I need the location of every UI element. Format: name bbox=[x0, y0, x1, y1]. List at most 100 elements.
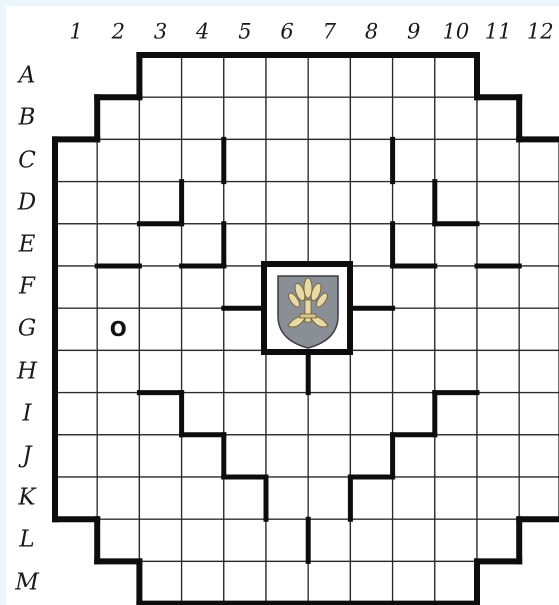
board-cell[interactable] bbox=[477, 519, 519, 561]
board-cell[interactable] bbox=[350, 182, 392, 224]
board-cell[interactable] bbox=[182, 308, 224, 350]
board-cell[interactable] bbox=[519, 435, 559, 477]
board-cell[interactable] bbox=[266, 393, 308, 435]
board-cell[interactable] bbox=[55, 477, 97, 519]
board-cell[interactable] bbox=[182, 182, 224, 224]
board-cell[interactable] bbox=[393, 266, 435, 308]
board-cell[interactable] bbox=[519, 477, 559, 519]
board-cell[interactable] bbox=[308, 97, 350, 139]
board-cell[interactable] bbox=[519, 350, 559, 392]
board-cell[interactable] bbox=[435, 350, 477, 392]
board-cell[interactable] bbox=[97, 182, 139, 224]
board-cell[interactable] bbox=[224, 97, 266, 139]
board-cell[interactable] bbox=[477, 308, 519, 350]
board-cell[interactable] bbox=[224, 561, 266, 603]
board-cell[interactable] bbox=[97, 393, 139, 435]
board-cell[interactable] bbox=[393, 182, 435, 224]
board-cell[interactable] bbox=[435, 266, 477, 308]
board-cell[interactable] bbox=[477, 182, 519, 224]
board-cell[interactable] bbox=[139, 561, 181, 603]
board-cell[interactable] bbox=[350, 266, 392, 308]
board-cell[interactable] bbox=[139, 182, 181, 224]
board-cell[interactable] bbox=[435, 224, 477, 266]
board-cell[interactable] bbox=[182, 561, 224, 603]
board-cell[interactable] bbox=[139, 224, 181, 266]
board-cell[interactable] bbox=[477, 435, 519, 477]
board-cell[interactable] bbox=[97, 97, 139, 139]
board-cell[interactable] bbox=[266, 477, 308, 519]
board-cell[interactable] bbox=[97, 139, 139, 181]
board-cell[interactable] bbox=[435, 182, 477, 224]
board-cell[interactable] bbox=[477, 350, 519, 392]
board-cell[interactable] bbox=[393, 350, 435, 392]
board-cell[interactable] bbox=[182, 350, 224, 392]
board-cell[interactable] bbox=[266, 561, 308, 603]
board-cell[interactable] bbox=[139, 519, 181, 561]
board-cell[interactable] bbox=[350, 97, 392, 139]
board-cell[interactable] bbox=[224, 182, 266, 224]
board-cell[interactable] bbox=[139, 350, 181, 392]
board-cell[interactable] bbox=[139, 97, 181, 139]
board-cell[interactable] bbox=[308, 393, 350, 435]
board-cell[interactable] bbox=[435, 435, 477, 477]
board-cell[interactable] bbox=[182, 519, 224, 561]
board-cell[interactable] bbox=[393, 97, 435, 139]
board-cell[interactable] bbox=[393, 477, 435, 519]
board-cell[interactable] bbox=[435, 55, 477, 97]
board-cell[interactable] bbox=[393, 224, 435, 266]
board-cell[interactable] bbox=[350, 477, 392, 519]
board-cell[interactable] bbox=[97, 224, 139, 266]
board-cell[interactable] bbox=[308, 182, 350, 224]
board-cell[interactable] bbox=[97, 350, 139, 392]
board-cell[interactable] bbox=[477, 97, 519, 139]
board-cell[interactable] bbox=[55, 266, 97, 308]
board-cell[interactable] bbox=[55, 182, 97, 224]
board-cell[interactable] bbox=[182, 55, 224, 97]
board-cell[interactable] bbox=[139, 477, 181, 519]
board-cell[interactable] bbox=[308, 519, 350, 561]
board-cell[interactable] bbox=[224, 477, 266, 519]
board-cell[interactable] bbox=[393, 393, 435, 435]
board-cell[interactable] bbox=[55, 139, 97, 181]
board-cell[interactable] bbox=[308, 350, 350, 392]
board-cell[interactable] bbox=[350, 561, 392, 603]
board-cell[interactable] bbox=[182, 393, 224, 435]
board-cell[interactable] bbox=[139, 393, 181, 435]
board-cell[interactable] bbox=[393, 561, 435, 603]
board-cell[interactable] bbox=[350, 139, 392, 181]
board-cell[interactable] bbox=[224, 224, 266, 266]
board-cell[interactable] bbox=[519, 224, 559, 266]
board-cell[interactable] bbox=[308, 477, 350, 519]
board-cell[interactable] bbox=[435, 561, 477, 603]
board-cell[interactable] bbox=[182, 435, 224, 477]
board-cell[interactable] bbox=[55, 350, 97, 392]
board-cell[interactable] bbox=[308, 139, 350, 181]
board-cell[interactable] bbox=[477, 139, 519, 181]
board-cell[interactable] bbox=[266, 350, 308, 392]
board-cell[interactable] bbox=[350, 435, 392, 477]
board-cell[interactable] bbox=[308, 561, 350, 603]
board-cell[interactable] bbox=[97, 519, 139, 561]
board-cell[interactable] bbox=[266, 182, 308, 224]
board-cell[interactable] bbox=[182, 266, 224, 308]
board-cell[interactable] bbox=[477, 477, 519, 519]
board-cell[interactable] bbox=[224, 393, 266, 435]
board-cell[interactable] bbox=[224, 266, 266, 308]
board-cell[interactable] bbox=[393, 435, 435, 477]
board-cell[interactable] bbox=[266, 55, 308, 97]
board-cell[interactable] bbox=[139, 308, 181, 350]
board-cell[interactable] bbox=[55, 435, 97, 477]
board-cell[interactable] bbox=[139, 139, 181, 181]
board-cell[interactable] bbox=[393, 308, 435, 350]
board-cell[interactable] bbox=[224, 139, 266, 181]
board-cell[interactable] bbox=[308, 224, 350, 266]
board-cell[interactable] bbox=[435, 308, 477, 350]
board-cell[interactable] bbox=[350, 308, 392, 350]
board-cell[interactable] bbox=[350, 55, 392, 97]
board-cell[interactable] bbox=[224, 308, 266, 350]
board-cell[interactable] bbox=[266, 139, 308, 181]
board-cell[interactable] bbox=[350, 350, 392, 392]
board-cell[interactable] bbox=[477, 393, 519, 435]
board-cell[interactable] bbox=[182, 97, 224, 139]
board-cell[interactable] bbox=[97, 435, 139, 477]
